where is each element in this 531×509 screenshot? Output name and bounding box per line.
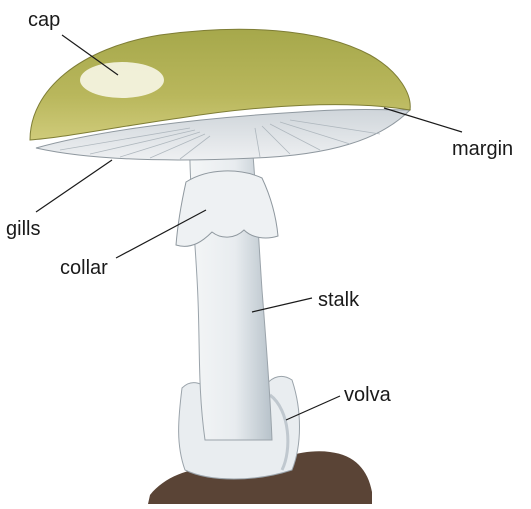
margin-label: margin bbox=[452, 139, 513, 159]
gills-leader bbox=[36, 160, 112, 212]
collar-label: collar bbox=[60, 258, 108, 278]
stalk bbox=[190, 120, 272, 440]
gills-label: gills bbox=[6, 219, 40, 239]
volva-label: volva bbox=[344, 385, 391, 405]
stalk-label: stalk bbox=[318, 290, 359, 310]
collar bbox=[176, 171, 278, 246]
cap-label: cap bbox=[28, 10, 60, 30]
